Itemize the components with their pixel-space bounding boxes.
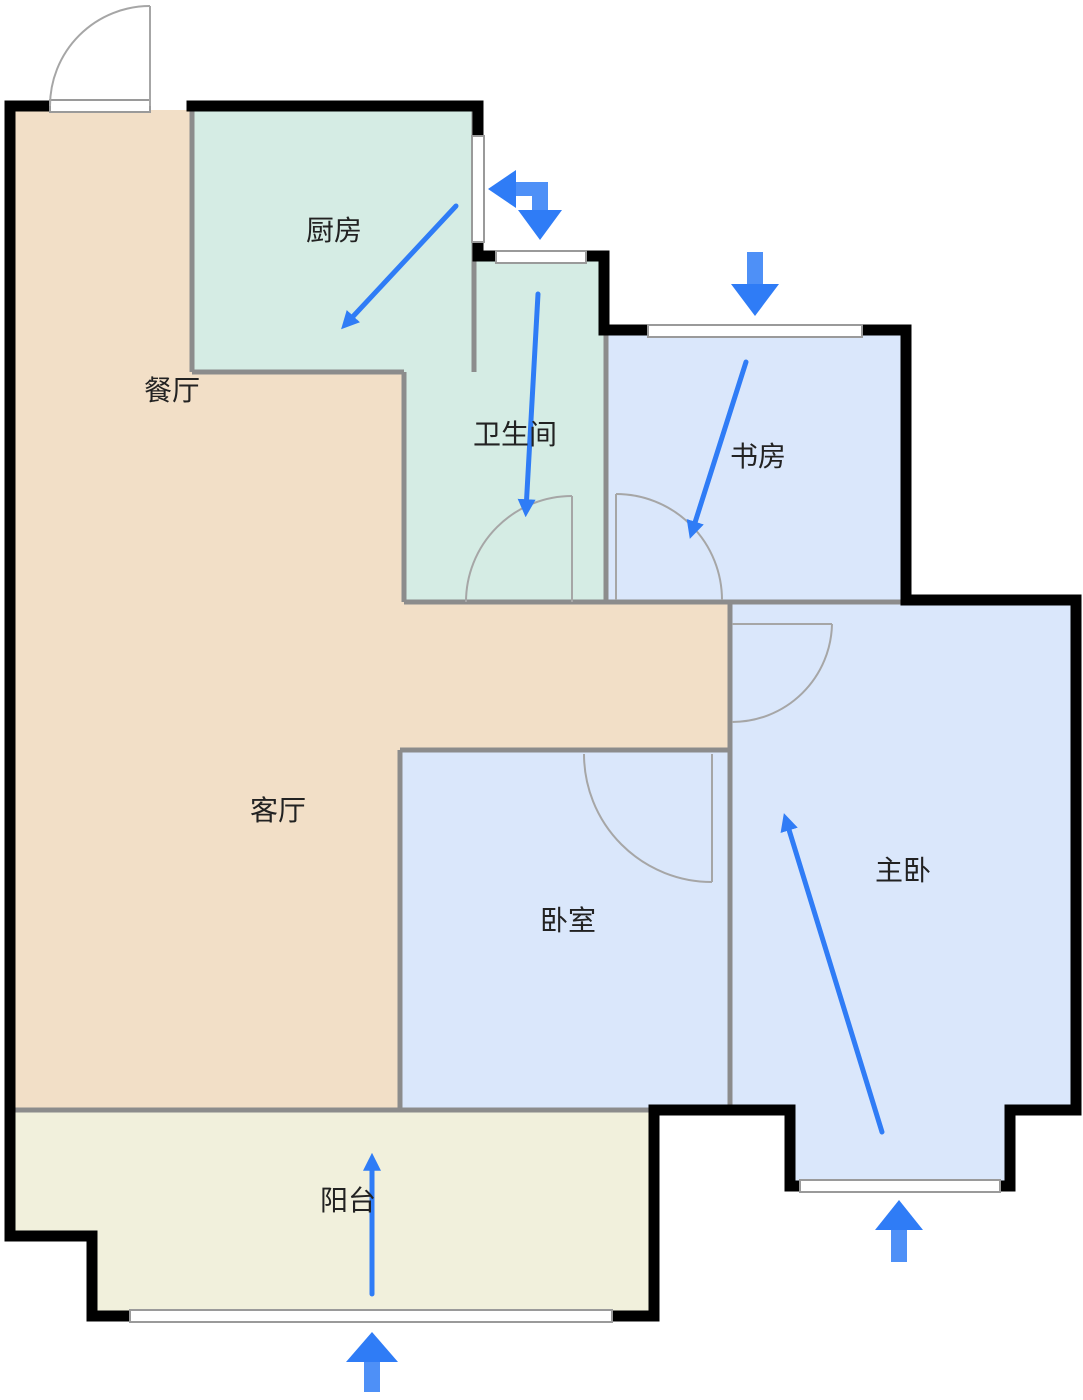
room-label-balcony: 阳台 [320, 1184, 376, 1217]
room-label-study: 书房 [730, 440, 786, 473]
bathroom-window [495, 250, 587, 264]
airflow-arrow-icon [346, 1332, 398, 1392]
bedroom-door-icon [583, 753, 713, 883]
airflow-arrow-icon [875, 1200, 923, 1262]
airflow-arrow-icon [488, 170, 548, 208]
door-swings [49, 5, 833, 883]
study-window [647, 324, 863, 338]
windows [49, 99, 1001, 1323]
airflow-arrows [341, 203, 885, 1297]
entrance-opening [49, 99, 151, 113]
room-label-living: 客厅 [250, 794, 306, 827]
kitchen-window [471, 135, 485, 243]
exterior-walls [4, 100, 1082, 1322]
study-area [608, 332, 906, 602]
entrance-door-icon [49, 5, 151, 107]
airflow-arrow-icon [517, 291, 541, 518]
living-dining-area [14, 110, 728, 1110]
kitchen-area [192, 110, 474, 372]
bedroom-area [402, 752, 728, 1108]
master-bedroom-door-icon [731, 623, 833, 723]
airflow-arrow-icon [518, 196, 562, 240]
balcony-window [129, 1309, 613, 1323]
airflow-arrow-icon [341, 203, 459, 330]
master-bedroom-area [730, 602, 1074, 1184]
balcony-area [14, 1112, 652, 1314]
airflow-arrow-icon [686, 359, 749, 539]
room-label-bedroom: 卧室 [540, 904, 596, 937]
bathroom-door-icon [465, 495, 573, 603]
room-label-kitchen: 厨房 [306, 214, 362, 247]
bathroom-area [404, 258, 606, 602]
master-bedroom-window [799, 1179, 1001, 1193]
room-label-dining: 餐厅 [144, 374, 200, 407]
airflow-arrow-icon [731, 252, 779, 316]
room-label-bathroom: 卫生间 [473, 418, 557, 451]
room-label-master-bedroom: 主卧 [875, 854, 931, 887]
airflow-arrow-icon [780, 813, 885, 1135]
airflow-inlets [346, 170, 923, 1392]
